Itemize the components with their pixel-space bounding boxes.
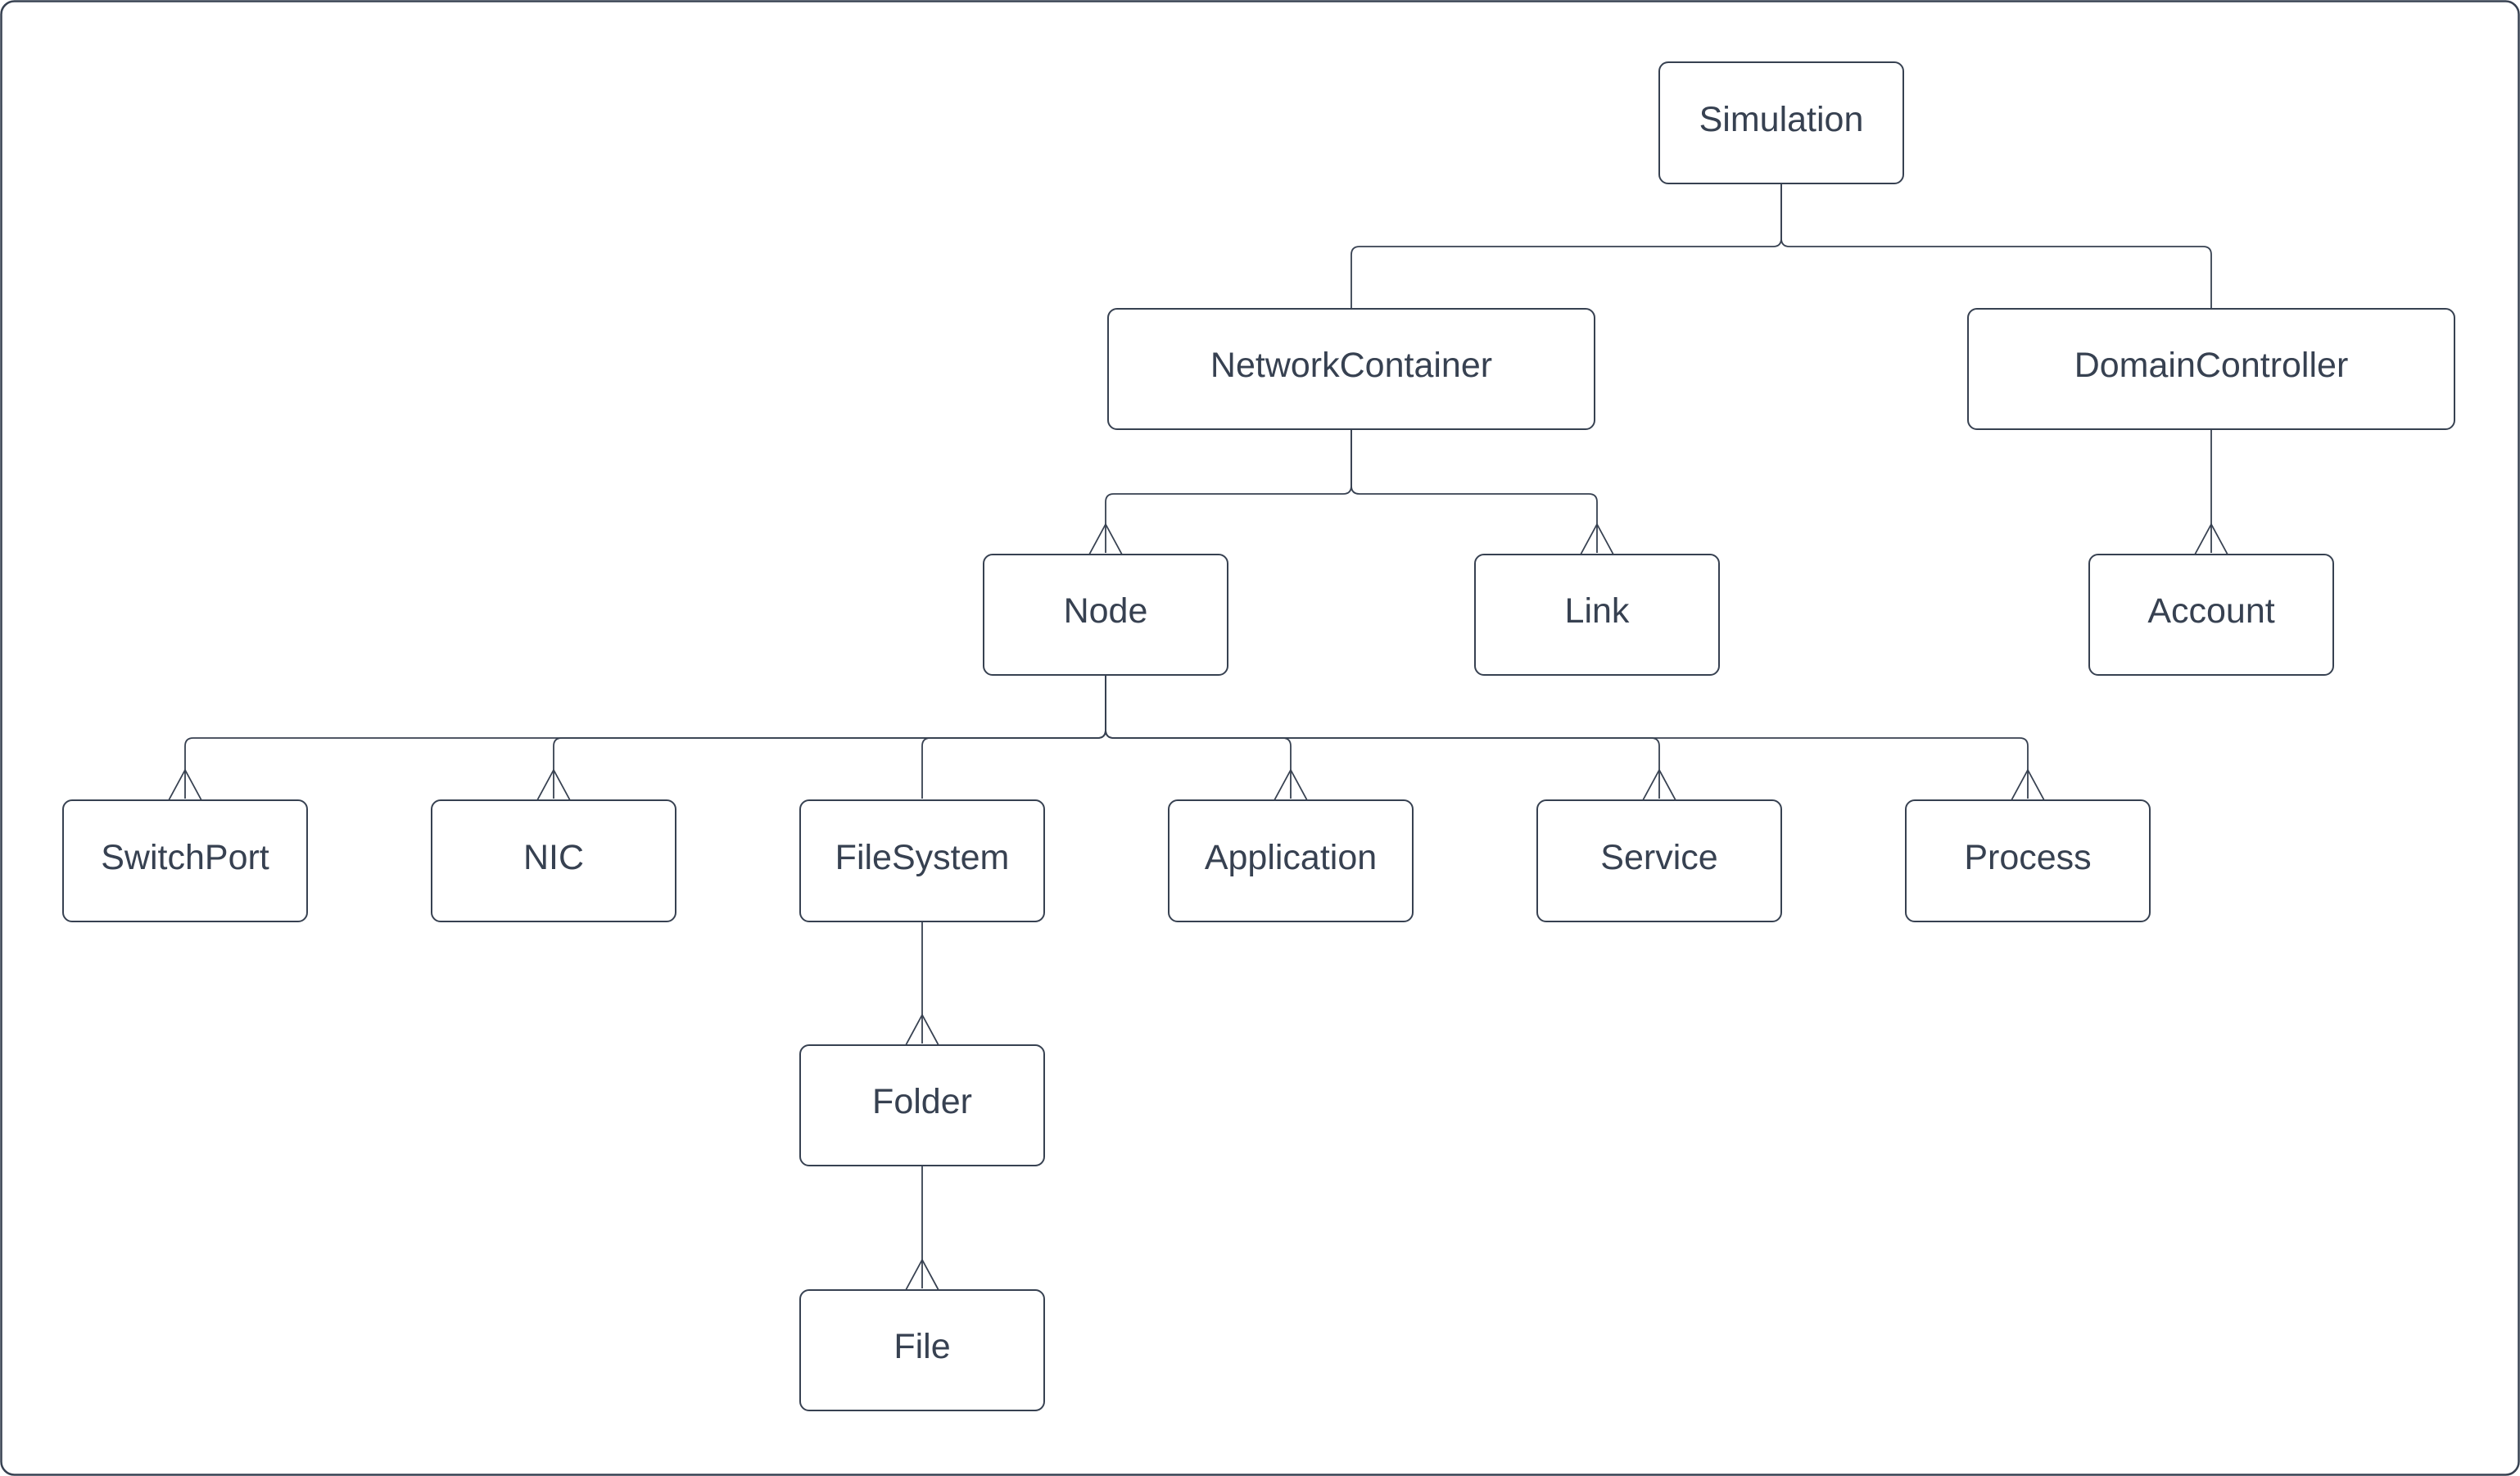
node-process-label: Process [1964, 837, 2092, 877]
node-domaincontroller-label: DomainController [2074, 346, 2349, 385]
node-simulation: Simulation [1658, 61, 1904, 184]
edge-simulation-networkcontainer [1350, 184, 1782, 308]
node-filesystem-label: FileSystem [835, 837, 1010, 877]
arrowheads [168, 523, 2228, 1291]
arrowhead-file [905, 1259, 939, 1291]
node-domaincontroller: DomainController [1967, 308, 2455, 430]
node-switchport-label: SwitchPort [101, 837, 269, 877]
edge-node-switchport [184, 676, 1106, 799]
arrowhead-node [1088, 523, 1123, 555]
node-folder-label: Folder [872, 1082, 972, 1121]
node-nic: NIC [431, 799, 676, 922]
arrowhead-process [2011, 769, 2045, 801]
node-nic-label: NIC [523, 837, 585, 877]
node-process: Process [1905, 799, 2151, 922]
arrowhead-account [2194, 523, 2228, 555]
node-service-label: Service [1600, 837, 1718, 877]
node-link: Link [1474, 554, 1720, 676]
node-networkcontainer-label: NetworkContainer [1210, 346, 1493, 385]
arrowhead-folder [905, 1014, 939, 1046]
node-application-label: Application [1204, 837, 1378, 877]
node-account-label: Account [2147, 591, 2275, 631]
edges [184, 184, 2212, 1288]
node-switchport: SwitchPort [62, 799, 308, 922]
node-simulation-label: Simulation [1699, 99, 1864, 139]
edge-node-service [1105, 676, 1660, 799]
node-networkcontainer: NetworkContainer [1107, 308, 1595, 430]
arrowhead-link [1580, 523, 1614, 555]
node-folder: Folder [799, 1044, 1045, 1166]
node-filesystem: FileSystem [799, 799, 1045, 922]
edge-node-nic [553, 676, 1106, 799]
arrowhead-switchport [168, 769, 202, 801]
node-service: Service [1536, 799, 1782, 922]
arrowhead-service [1642, 769, 1676, 801]
arrowhead-nic [536, 769, 571, 801]
node-node: Node [983, 554, 1228, 676]
node-application: Application [1168, 799, 1414, 922]
node-link-label: Link [1564, 591, 1630, 631]
node-node-label: Node [1063, 591, 1148, 631]
arrowhead-application [1274, 769, 1308, 801]
edge-node-process [1105, 676, 2029, 799]
edge-node-application [1105, 676, 1292, 799]
node-account: Account [2088, 554, 2334, 676]
edge-networkcontainer-link [1350, 430, 1598, 553]
node-file-label: File [894, 1327, 951, 1366]
edge-networkcontainer-node [1105, 430, 1352, 553]
edge-node-filesystem [921, 676, 1106, 799]
node-file: File [799, 1289, 1045, 1411]
edge-simulation-domaincontroller [1780, 184, 2212, 308]
